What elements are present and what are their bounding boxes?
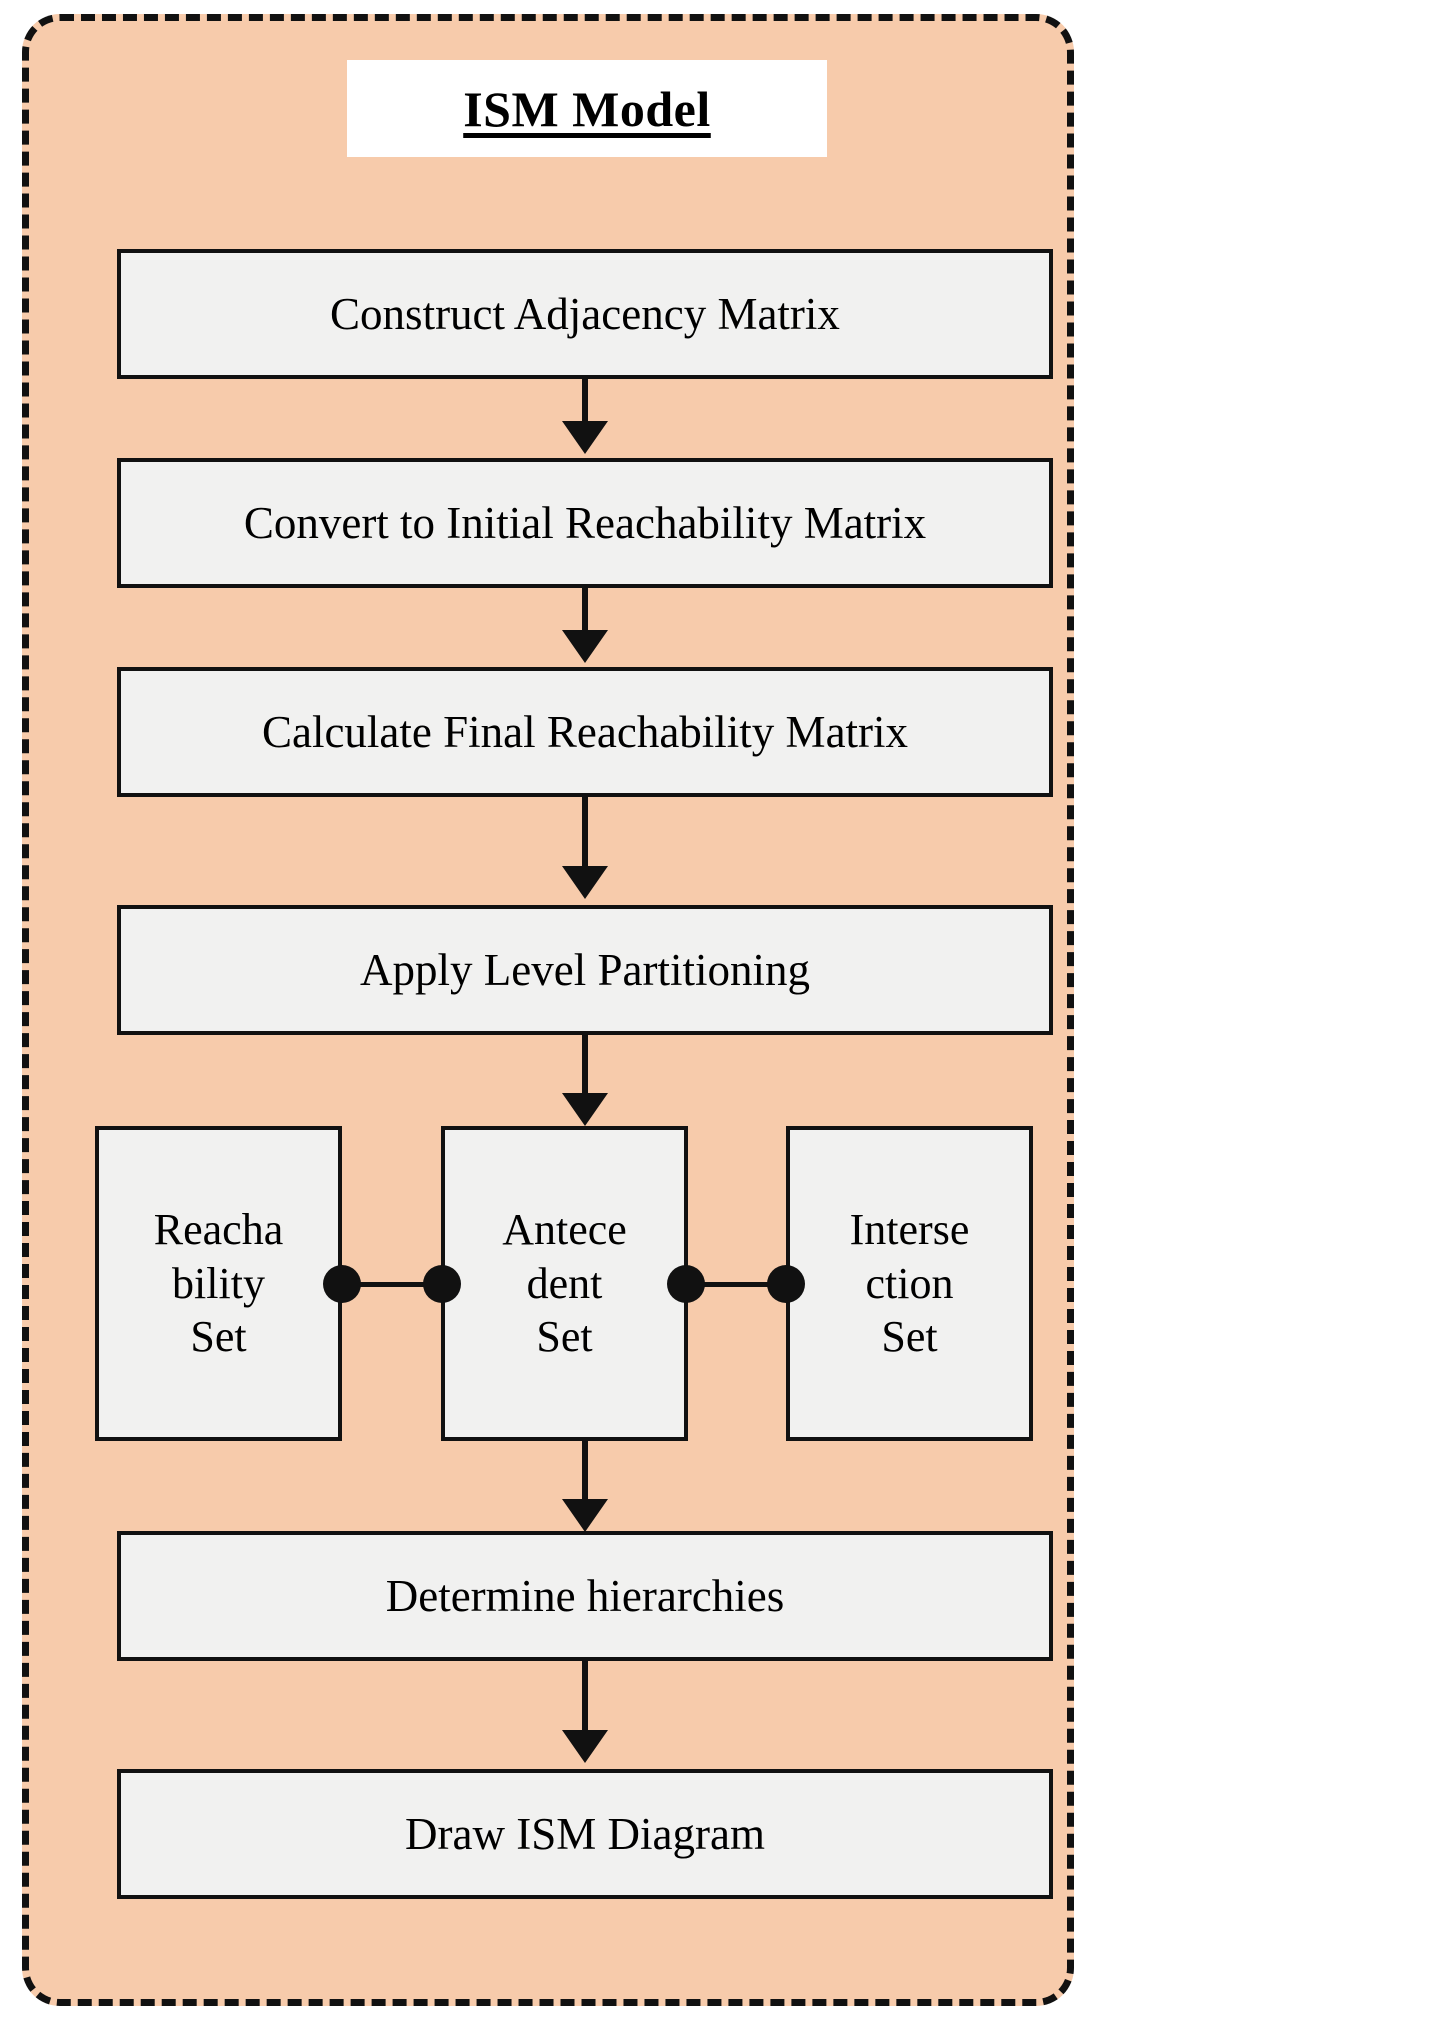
- step-apply-level-partitioning[interactable]: Apply Level Partitioning: [117, 905, 1053, 1035]
- page-title: ISM Model: [463, 80, 711, 137]
- arrow-head-5: [562, 1499, 608, 1532]
- step-convert-initial-reachability-matrix[interactable]: Convert to Initial Reachability Matrix: [117, 458, 1053, 588]
- connector-line-6: [582, 1661, 588, 1736]
- step-draw-ism-diagram[interactable]: Draw ISM Diagram: [117, 1769, 1053, 1899]
- step-label: Apply Level Partitioning: [360, 945, 810, 995]
- arrow-head-4: [562, 1093, 608, 1126]
- set-box-intersection-set[interactable]: Interse ction Set: [786, 1126, 1033, 1441]
- connector-dot-intersection-left: [767, 1265, 805, 1303]
- arrow-head-2: [562, 630, 608, 663]
- set-box-reachability-set[interactable]: Reacha bility Set: [95, 1126, 342, 1441]
- connector-line-4: [582, 1035, 588, 1095]
- connector-dot-antecedent-left: [423, 1265, 461, 1303]
- connector-dot-antecedent-right: [667, 1265, 705, 1303]
- set-box-label: Reacha bility Set: [153, 1204, 284, 1362]
- arrow-head-1: [562, 421, 608, 454]
- step-determine-hierarchies[interactable]: Determine hierarchies: [117, 1531, 1053, 1661]
- step-label: Draw ISM Diagram: [405, 1809, 765, 1859]
- connector-line-2: [582, 588, 588, 634]
- step-label: Calculate Final Reachability Matrix: [261, 707, 909, 757]
- connector-dot-reachability-right: [323, 1265, 361, 1303]
- link-reachability-antecedent: [342, 1282, 443, 1287]
- connector-line-5: [582, 1441, 588, 1501]
- set-box-antecedent-set[interactable]: Antece dent Set: [441, 1126, 688, 1441]
- step-label: Construct Adjacency Matrix: [330, 289, 840, 339]
- arrow-head-3: [562, 866, 608, 899]
- link-antecedent-intersection: [686, 1282, 787, 1287]
- arrow-head-6: [562, 1730, 608, 1763]
- diagram-title-box: ISM Model: [347, 60, 827, 157]
- set-box-label: Interse ction Set: [849, 1204, 970, 1362]
- connector-line-3: [582, 797, 588, 872]
- step-label: Convert to Initial Reachability Matrix: [243, 498, 927, 548]
- step-label: Determine hierarchies: [385, 1571, 785, 1621]
- step-calculate-final-reachability-matrix[interactable]: Calculate Final Reachability Matrix: [117, 667, 1053, 797]
- connector-line-1: [582, 379, 588, 425]
- set-box-label: Antece dent Set: [502, 1204, 627, 1362]
- ism-panel-container: ISM Model Construct Adjacency Matrix Con…: [22, 14, 1074, 2006]
- step-construct-adjacency-matrix[interactable]: Construct Adjacency Matrix: [117, 249, 1053, 379]
